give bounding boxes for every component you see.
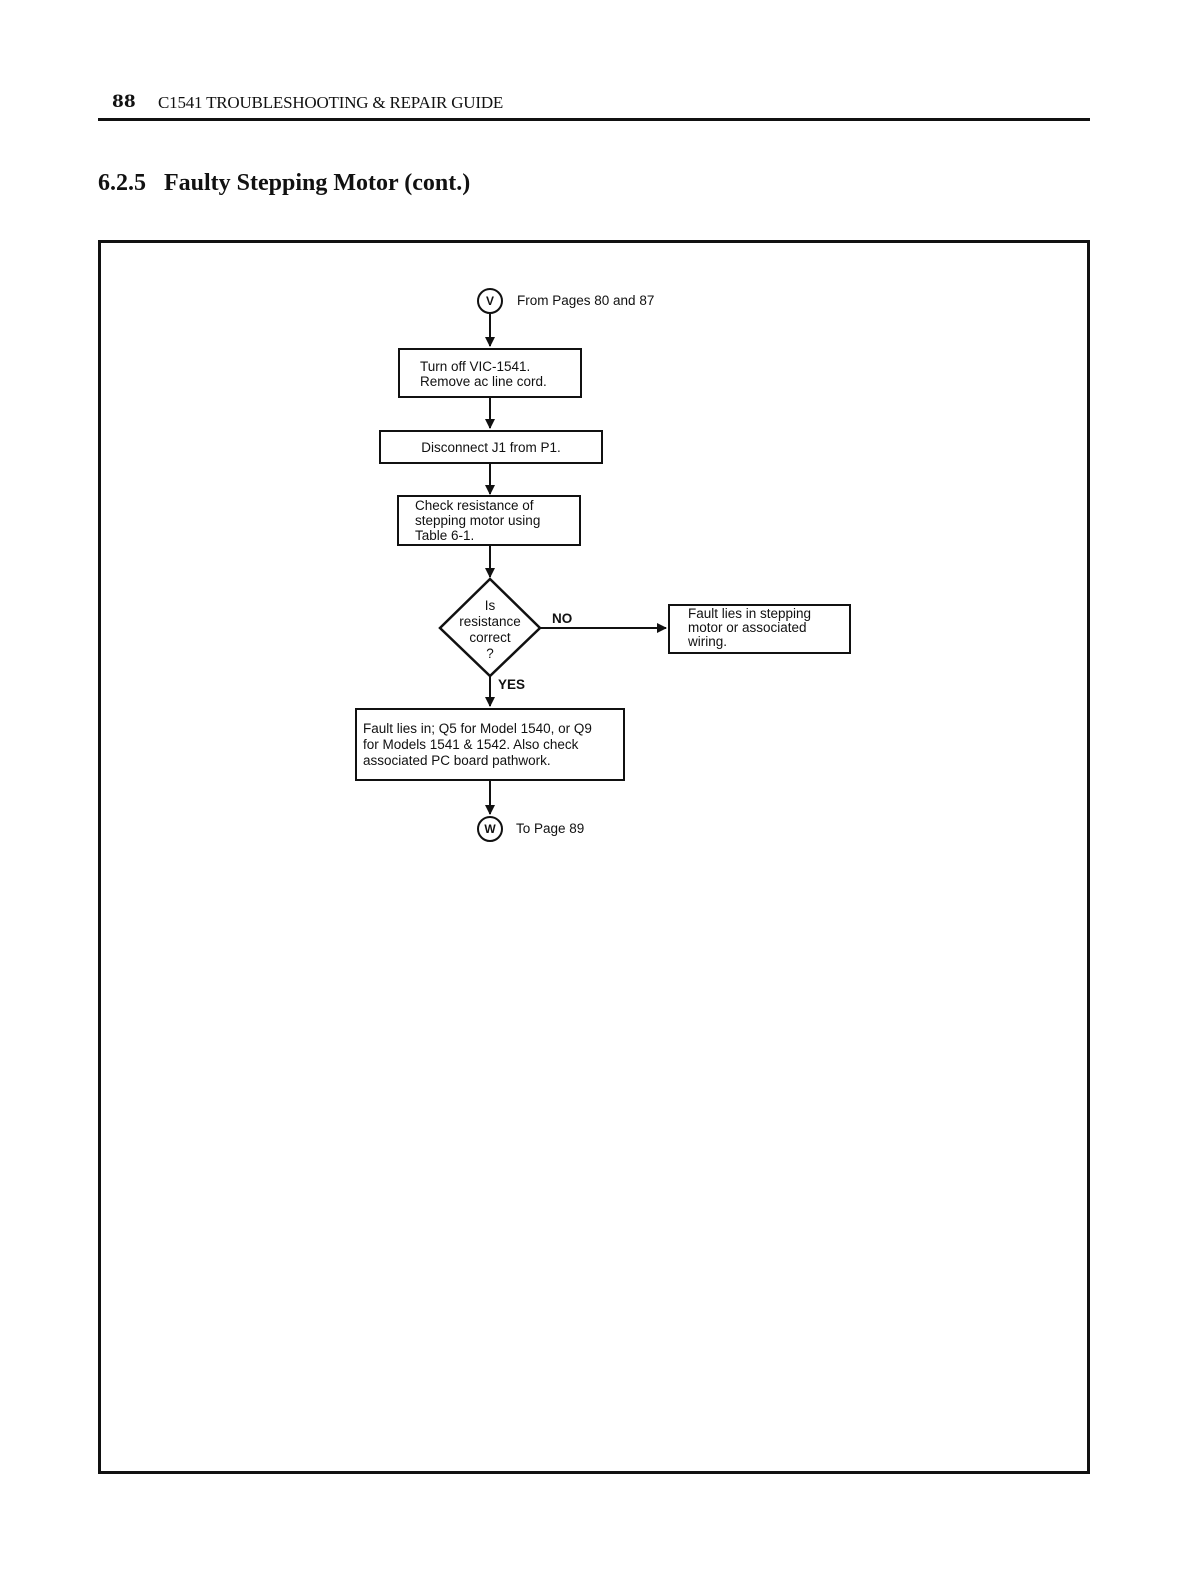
step1-line: Turn off VIC-1541. (420, 359, 531, 374)
yes-branch-label: YES (498, 677, 526, 692)
step3-line: stepping motor using (415, 513, 541, 528)
yes-result-line: associated PC board pathwork. (363, 753, 551, 768)
decision-question: Is resistance correct ? (440, 598, 540, 662)
flowchart-frame (98, 240, 1090, 1474)
yes-result-line: Fault lies in; Q5 for Model 1540, or Q9 (363, 721, 592, 736)
no-result-line: wiring. (688, 634, 728, 649)
step-check-resistance: Check resistance of stepping motor using… (397, 495, 581, 546)
decision-line: Is (484, 598, 496, 613)
no-branch-label: NO (552, 611, 573, 626)
result-transistor-fault: Fault lies in; Q5 for Model 1540, or Q9 … (355, 708, 625, 781)
decision-line: ? (486, 646, 494, 661)
step2-text: Disconnect J1 from P1. (421, 440, 561, 455)
section-heading: 6.2.5 Faulty Stepping Motor (cont.) (98, 170, 470, 197)
connector-v-icon: V (477, 288, 503, 314)
page-number: 88 (112, 92, 136, 112)
decision-diamond (438, 577, 542, 678)
step-turn-off-drive: Turn off VIC-1541. Remove ac line cord. (398, 348, 582, 398)
yes-result-line: for Models 1541 & 1542. Also check (363, 737, 579, 752)
result-motor-fault: Fault lies in stepping motor or associat… (668, 604, 851, 654)
no-result-line: motor or associated (688, 620, 807, 635)
decision-line: correct (469, 630, 511, 645)
step1-line: Remove ac line cord. (420, 374, 547, 389)
step-disconnect-j1: Disconnect J1 from P1. (379, 430, 603, 464)
running-title: C1541 TROUBLESHOOTING & REPAIR GUIDE (158, 93, 504, 112)
section-number: 6.2.5 (98, 170, 146, 196)
decision-line: resistance (459, 614, 521, 629)
step3-line: Table 6-1. (415, 528, 475, 543)
no-result-line: Fault lies in stepping (688, 606, 812, 621)
connector-w-icon: W (477, 816, 503, 842)
page-header: 88 C1541 TROUBLESHOOTING & REPAIR GUIDE (98, 92, 1090, 121)
section-title: Faulty Stepping Motor (cont.) (164, 170, 471, 196)
end-connector-note: To Page 89 (516, 821, 585, 836)
start-connector-note: From Pages 80 and 87 (517, 293, 655, 308)
step3-line: Check resistance of (415, 498, 534, 513)
